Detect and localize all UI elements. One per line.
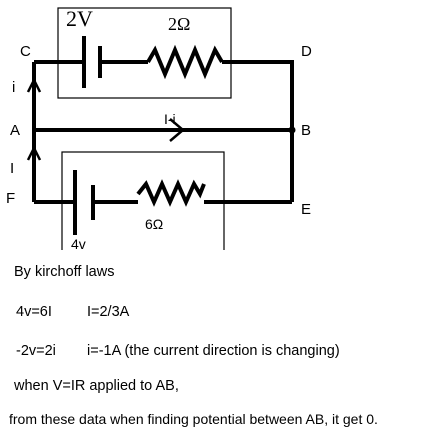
bottom-resistor [136,179,206,207]
node-label-A: A [10,122,20,139]
top-battery-label: 2V [66,6,93,31]
top-resistor-label: 2Ω [168,14,190,34]
current-label-i: i [12,79,15,96]
circuit-diagram: 2V 2Ω C D A B F E i I I-i 6Ω 4v [6,6,312,250]
middle-arrow [169,118,185,142]
note-line-4: when V=IR applied to AB, [14,378,179,394]
top-wire [34,60,294,130]
bottom-branch-box [61,151,225,250]
left-arrow-lower [26,145,42,161]
bottom-battery-label: 4v [71,236,86,250]
left-arrow-upper [26,77,42,93]
node-label-F: F [6,190,15,207]
note-line-2a: 4v=6I [16,304,52,320]
note-line-3a: -2v=2i [16,343,56,359]
current-label-I: I [10,160,14,177]
top-branch-box [57,7,232,99]
current-label-middle: I-i [164,111,176,127]
top-resistor [146,44,224,80]
node-label-D: D [301,43,312,60]
node-label-B: B [301,122,311,139]
bottom-resistor-label: 6Ω [145,216,163,232]
node-label-C: C [20,43,31,60]
note-line-1: By kirchoff laws [14,264,115,280]
note-line-3b: i=-1A (the current direction is changing… [87,343,340,359]
note-line-5: from these data when finding potential b… [9,411,378,427]
node-label-E: E [301,201,311,218]
note-line-2b: I=2/3A [87,304,130,320]
